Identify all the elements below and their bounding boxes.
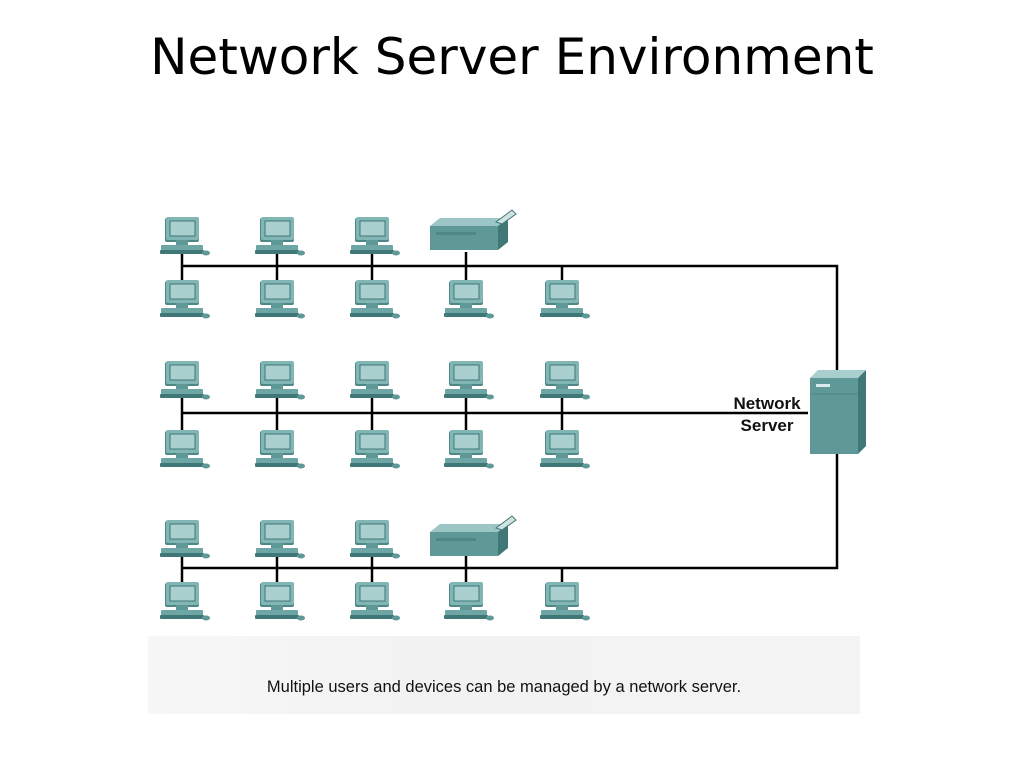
server-label-line1: Network bbox=[733, 394, 801, 413]
workstation-icon bbox=[443, 581, 495, 621]
printer-icon bbox=[429, 515, 517, 557]
workstation-icon bbox=[159, 216, 211, 256]
slide-title: Network Server Environment bbox=[150, 28, 874, 86]
workstation-icon bbox=[539, 581, 591, 621]
workstation-icon bbox=[349, 581, 401, 621]
server-label: Network Server bbox=[712, 393, 822, 437]
server-label-line2: Server bbox=[740, 416, 794, 435]
workstation-icon bbox=[539, 360, 591, 400]
workstation-icon bbox=[349, 360, 401, 400]
workstation-icon bbox=[349, 279, 401, 319]
workstation-icon bbox=[254, 519, 306, 559]
printer-icon bbox=[429, 209, 517, 251]
workstation-icon bbox=[254, 279, 306, 319]
workstation-icon bbox=[159, 279, 211, 319]
caption-band bbox=[148, 636, 860, 714]
workstation-icon bbox=[349, 429, 401, 469]
workstation-icon bbox=[443, 279, 495, 319]
workstation-icon bbox=[539, 429, 591, 469]
workstation-icon bbox=[254, 216, 306, 256]
workstation-icon bbox=[254, 581, 306, 621]
workstation-icon bbox=[443, 360, 495, 400]
workstation-icon bbox=[159, 519, 211, 559]
workstation-icon bbox=[349, 519, 401, 559]
workstation-icon bbox=[159, 581, 211, 621]
workstation-icon bbox=[159, 429, 211, 469]
workstation-icon bbox=[254, 360, 306, 400]
workstation-icon bbox=[254, 429, 306, 469]
workstation-icon bbox=[349, 216, 401, 256]
workstation-icon bbox=[539, 279, 591, 319]
workstation-icon bbox=[443, 429, 495, 469]
workstation-icon bbox=[159, 360, 211, 400]
caption-text: Multiple users and devices can be manage… bbox=[266, 678, 742, 696]
